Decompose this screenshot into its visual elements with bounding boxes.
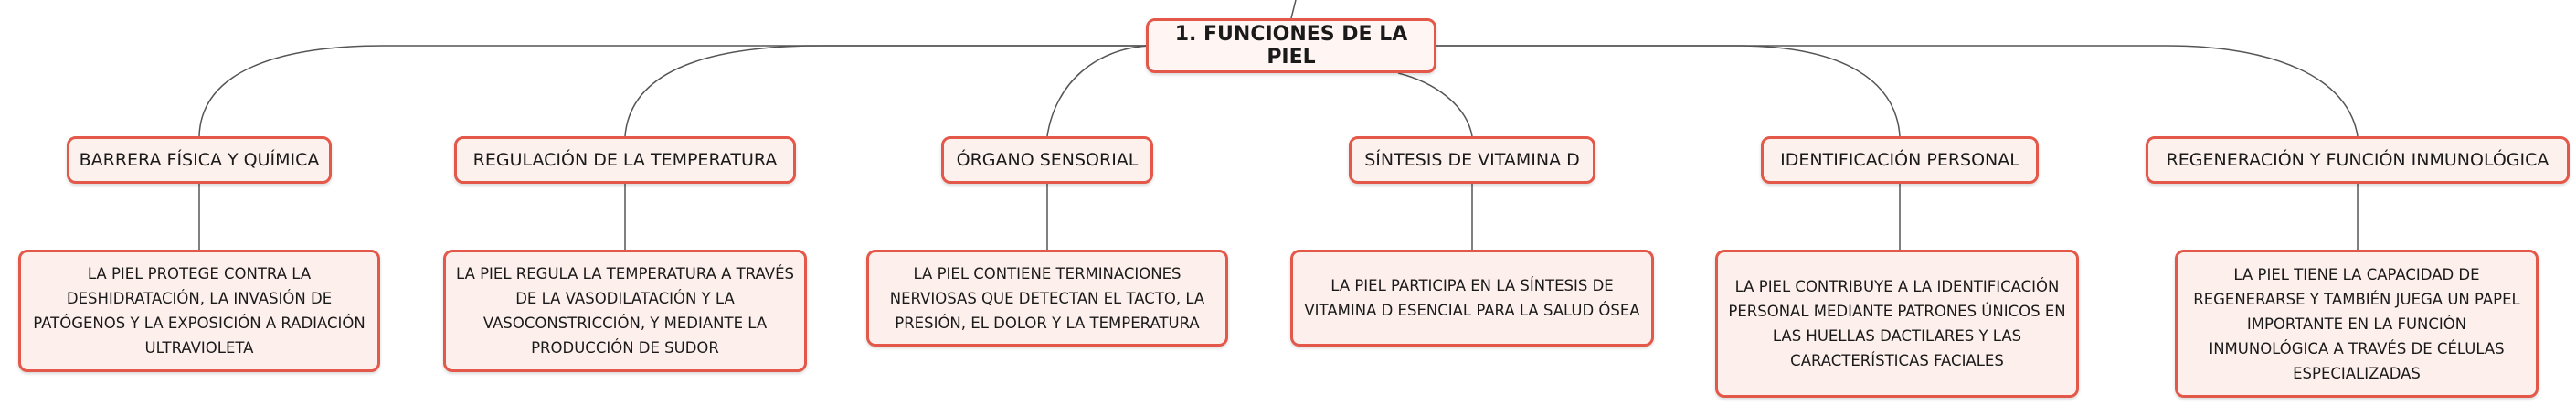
connector-root-to-barrera bbox=[198, 45, 1148, 137]
topic-regulacion-temperatura[interactable]: REGULACIÓN DE LA TEMPERATURA bbox=[454, 136, 796, 184]
connector-root-to-vitamina bbox=[1397, 72, 1473, 137]
connector-root-to-sensorial bbox=[1046, 45, 1152, 137]
topic-label: REGENERACIÓN Y FUNCIÓN INMUNOLÓGICA bbox=[2166, 150, 2549, 170]
topic-regeneracion-funcion-inmunologica[interactable]: REGENERACIÓN Y FUNCIÓN INMUNOLÓGICA bbox=[2146, 136, 2570, 184]
description-text: LA PIEL CONTIENE TERMINACIONES NERVIOSAS… bbox=[889, 264, 1205, 332]
description-text: LA PIEL REGULA LA TEMPERATURA A TRAVÉS D… bbox=[456, 265, 794, 357]
topic-identificacion-personal[interactable]: IDENTIFICACIÓN PERSONAL bbox=[1761, 136, 2039, 184]
description-text: LA PIEL CONTRIBUYE A LA IDENTIFICACIÓN P… bbox=[1728, 278, 2066, 369]
description-organo-sensorial[interactable]: LA PIEL CONTIENE TERMINACIONES NERVIOSAS… bbox=[866, 250, 1228, 347]
description-identificacion-personal[interactable]: LA PIEL CONTRIBUYE A LA IDENTIFICACIÓN P… bbox=[1715, 250, 2079, 398]
description-barrera-fisica-quimica[interactable]: LA PIEL PROTEGE CONTRA LA DESHIDRATACIÓN… bbox=[18, 250, 380, 372]
connector-root-to-regeneracion bbox=[1435, 45, 2359, 137]
description-regulacion-temperatura[interactable]: LA PIEL REGULA LA TEMPERATURA A TRAVÉS D… bbox=[443, 250, 807, 372]
topic-organo-sensorial[interactable]: ÓRGANO SENSORIAL bbox=[941, 136, 1153, 184]
description-sintesis-vitamina-d[interactable]: LA PIEL PARTICIPA EN LA SÍNTESIS DE VITA… bbox=[1290, 250, 1654, 347]
description-text: LA PIEL PARTICIPA EN LA SÍNTESIS DE VITA… bbox=[1304, 277, 1640, 319]
topic-label: ÓRGANO SENSORIAL bbox=[956, 150, 1139, 170]
topic-label: BARRERA FÍSICA Y QUÍMICA bbox=[79, 150, 320, 170]
description-regeneracion-funcion-inmunologica[interactable]: LA PIEL TIENE LA CAPACIDAD DE REGENERARS… bbox=[2175, 250, 2539, 398]
topic-label: REGULACIÓN DE LA TEMPERATURA bbox=[472, 150, 778, 170]
root-topic-label: 1. FUNCIONES DE LA PIEL bbox=[1174, 23, 1408, 69]
topic-label: SÍNTESIS DE VITAMINA D bbox=[1364, 150, 1580, 170]
root-topic[interactable]: 1. FUNCIONES DE LA PIEL bbox=[1146, 18, 1436, 73]
connector-root-to-regulacion bbox=[624, 45, 1148, 137]
topic-barrera-fisica-quimica[interactable]: BARRERA FÍSICA Y QUÍMICA bbox=[67, 136, 332, 184]
description-text: LA PIEL PROTEGE CONTRA LA DESHIDRATACIÓN… bbox=[33, 265, 366, 357]
parent-connector bbox=[1290, 0, 1297, 19]
topic-sintesis-vitamina-d[interactable]: SÍNTESIS DE VITAMINA D bbox=[1349, 136, 1595, 184]
topic-label: IDENTIFICACIÓN PERSONAL bbox=[1780, 150, 2019, 170]
description-text: LA PIEL TIENE LA CAPACIDAD DE REGENERARS… bbox=[2193, 265, 2520, 382]
connector-root-to-identificacion bbox=[1435, 45, 1901, 137]
